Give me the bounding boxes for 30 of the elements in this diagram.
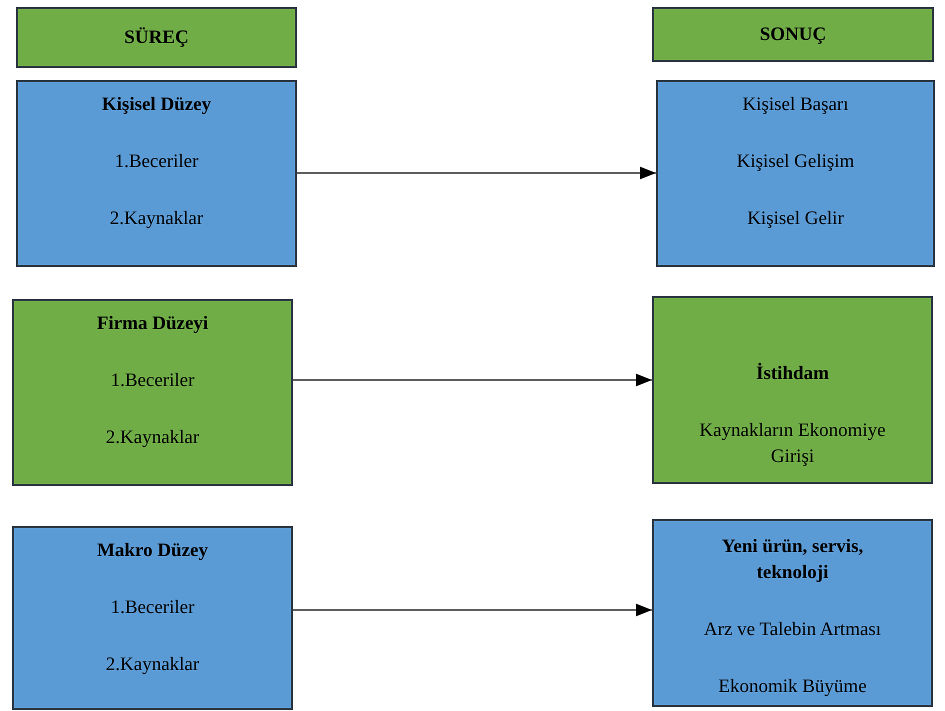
process-box: [652, 296, 933, 484]
item-text: Kişisel Başarı: [742, 93, 849, 117]
heading: SÜREÇ: [124, 26, 189, 50]
process-box: [12, 299, 293, 486]
item-text: 1.Beceriler: [110, 596, 194, 620]
item-text: 2.Kaynaklar: [106, 653, 200, 677]
header-box: [16, 7, 297, 68]
item-text: 2.Kaynaklar: [110, 207, 204, 231]
process-box: [16, 80, 297, 267]
process-box: [652, 519, 933, 707]
item-text: 1.Beceriler: [114, 150, 198, 174]
item-text: Ekonomik Büyüme: [718, 675, 867, 699]
header-box: [652, 7, 934, 62]
heading: SONUÇ: [760, 22, 826, 46]
heading: Yeni ürün, servis, teknoloji: [720, 535, 864, 585]
item-text: Arz ve Talebin Artması: [704, 618, 882, 642]
arrow: [293, 374, 652, 386]
heading: Kişisel Düzey: [102, 93, 212, 117]
item-text: Kişisel Gelişim: [736, 150, 854, 174]
process-box: [12, 526, 293, 710]
item-text: 2.Kaynaklar: [106, 426, 200, 450]
item-text: Kişisel Gelir: [747, 207, 844, 231]
arrow: [293, 604, 652, 616]
heading: Firma Düzeyi: [96, 312, 208, 336]
heading: İstihdam: [756, 362, 829, 386]
item-text: Kaynakların Ekonomiye Girişi: [698, 419, 887, 469]
arrow: [297, 166, 656, 180]
process-box: [656, 80, 935, 267]
heading: Makro Düzey: [97, 539, 208, 563]
item-text: 1.Beceriler: [110, 369, 194, 393]
